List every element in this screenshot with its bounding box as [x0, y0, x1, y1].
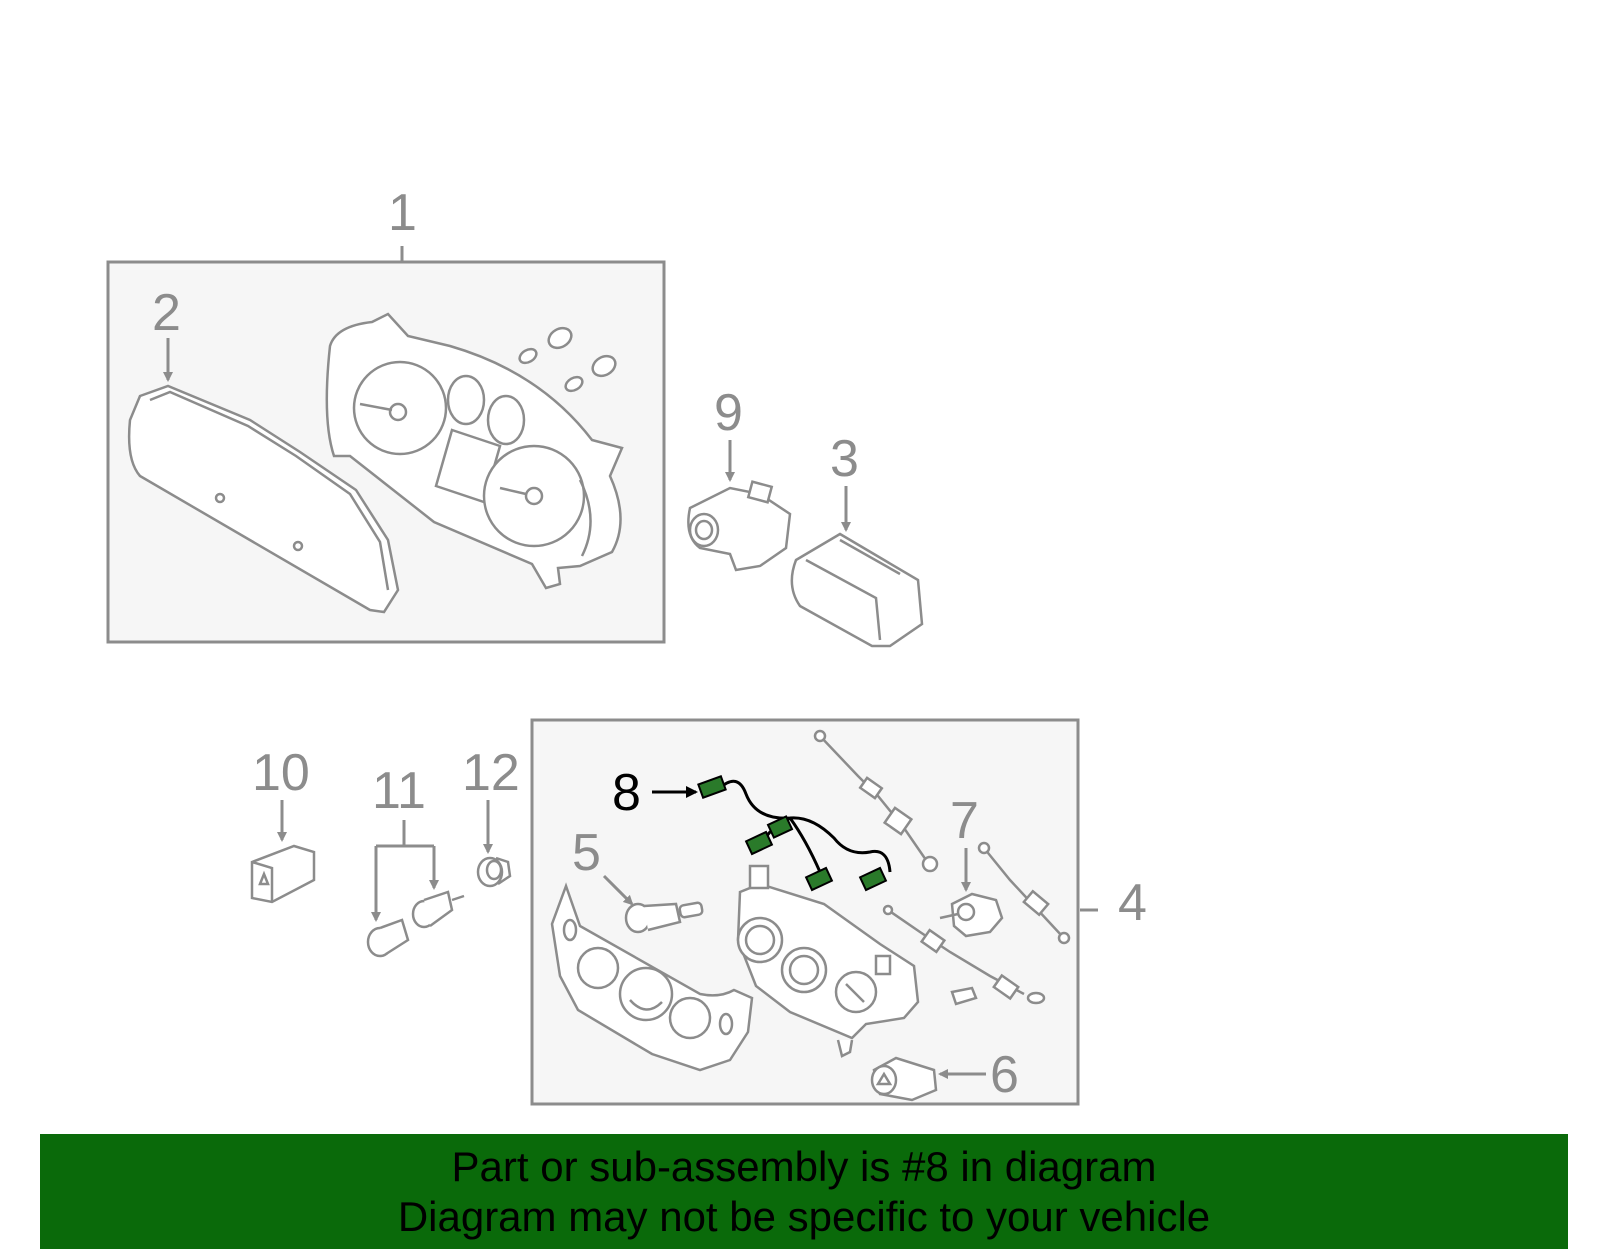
cluster-bulbs: [518, 326, 617, 393]
callout-7: 7: [950, 792, 979, 850]
part-7-knob: [939, 892, 1004, 938]
part-1-cluster-housing: [325, 312, 624, 590]
callout-12: 12: [462, 744, 520, 802]
callout-1: 1: [388, 184, 417, 242]
part-12-ring: [476, 856, 512, 888]
banner-line-1: Part or sub-assembly is #8 in diagram: [451, 1143, 1157, 1190]
callout-10: 10: [252, 744, 310, 802]
callout-4: 4: [1118, 874, 1147, 932]
callout-6: 6: [990, 1046, 1019, 1104]
callout-2: 2: [152, 284, 181, 342]
callout-9: 9: [714, 384, 743, 442]
part-3-module: [790, 532, 924, 648]
part-9-switch: [687, 480, 792, 572]
info-banner: Part or sub-assembly is #8 in diagram Di…: [40, 1134, 1568, 1249]
callout-8: 8: [612, 764, 641, 822]
part-5-bulb-socket: [624, 901, 704, 934]
callout-3: 3: [830, 430, 859, 488]
part-2-cluster-lens: [127, 384, 400, 614]
callout-11: 11: [372, 762, 426, 820]
part-6-switch: [870, 1056, 938, 1102]
part-11-lighter-sockets: [366, 890, 465, 958]
heater-control-unit: [736, 864, 978, 1058]
part-10-switch: [250, 844, 316, 904]
heater-control-bezel: [550, 882, 754, 1072]
part-11-leader: [371, 820, 439, 922]
control-cables: [813, 729, 1071, 1005]
banner-line-2: Diagram may not be specific to your vehi…: [397, 1193, 1211, 1240]
callout-5: 5: [572, 824, 601, 882]
part-8-connectors: [697, 775, 888, 892]
